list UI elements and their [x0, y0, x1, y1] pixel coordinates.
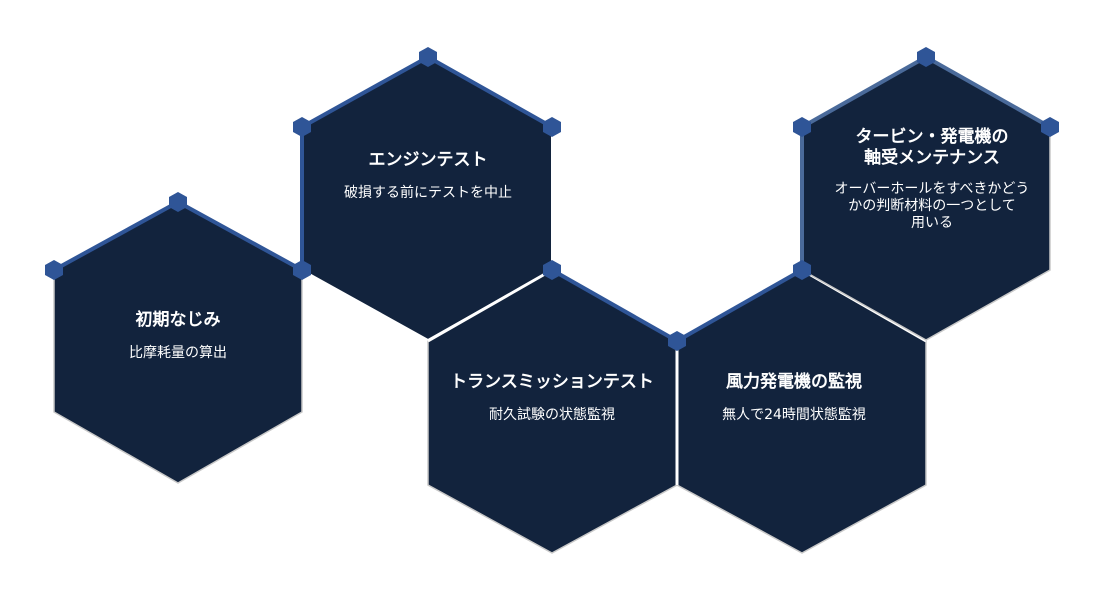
hexagon-description: 比摩耗量の算出: [129, 345, 227, 361]
node-dot: [543, 260, 561, 280]
node-dot: [793, 117, 811, 137]
node-dots: [45, 47, 1059, 351]
node-dot: [917, 47, 935, 67]
hexagon-turbine-bearing-label: タービン・発電機の 軸受メンテナンス オーバーホールをすべきかどう かの判断材料…: [835, 127, 1030, 232]
node-dot: [1041, 117, 1059, 137]
hexagon-transmission-test-label: トランスミッションテスト 耐久試験の状態監視: [450, 372, 654, 424]
hexagon-title: トランスミッションテスト: [450, 372, 654, 392]
node-dot: [45, 260, 63, 280]
hexagon-wind-turbine-label: 風力発電機の監視 無人で24時間状態監視: [722, 372, 866, 424]
hexagon-transmission-test: [427, 268, 678, 554]
node-dot: [793, 260, 811, 280]
hexagon-title-line-2: 軸受メンテナンス: [864, 148, 1000, 168]
node-dot: [543, 117, 561, 137]
node-dot: [419, 47, 437, 67]
hexagon-running-in-label: 初期なじみ 比摩耗量の算出: [129, 310, 227, 362]
hexagon-title: 初期なじみ: [135, 310, 221, 330]
hexagon-description: 耐久試験の状態監視: [488, 407, 615, 423]
hexagon-title-line-1: タービン・発電機の: [855, 127, 1009, 147]
hexagon-description-line-2: かの判断材料の一つとして: [848, 198, 1016, 214]
node-dot: [169, 192, 187, 212]
hexagon-description-line-3: 用いる: [910, 215, 953, 231]
hexagon-title: 風力発電機の監視: [725, 372, 862, 392]
hexagon-description: 破損する前にテストを中止: [344, 185, 512, 201]
hexagon-title: エンジンテスト: [368, 150, 488, 170]
node-dot: [293, 117, 311, 137]
hexagon-engine-test-label: エンジンテスト 破損する前にテストを中止: [344, 150, 512, 202]
hexagon-description-line-1: オーバーホールをすべきかどう: [834, 181, 1030, 197]
node-dot: [668, 331, 686, 351]
node-dot: [293, 260, 311, 280]
hexagon-description: 無人で24時間状態監視: [722, 407, 866, 423]
